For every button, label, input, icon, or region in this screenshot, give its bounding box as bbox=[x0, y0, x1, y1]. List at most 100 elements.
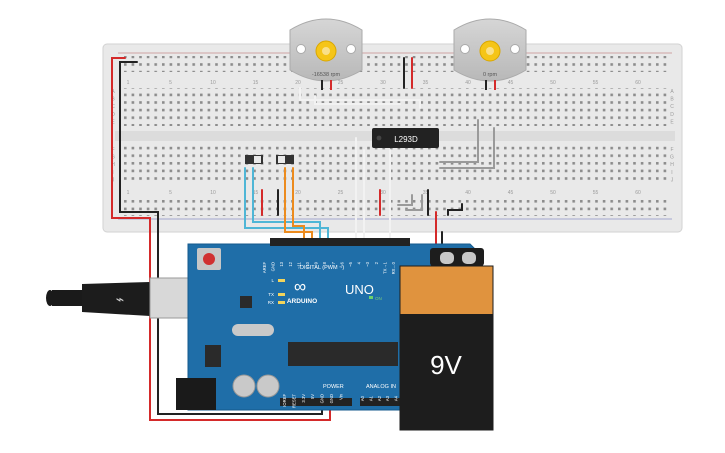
breadboard-col-number: 40 bbox=[465, 190, 471, 196]
on-led-label: ON bbox=[375, 296, 382, 301]
breadboard-col-number: 10 bbox=[210, 190, 216, 196]
breadboard-row-letter: D bbox=[111, 112, 115, 118]
breadboard-col-number: 50 bbox=[550, 190, 556, 196]
breadboard-row-letter: C bbox=[670, 104, 674, 110]
power-pin-label: 3.3V bbox=[301, 394, 306, 403]
breadboard-col-number: 15 bbox=[253, 80, 259, 86]
breadboard-col-number: 15 bbox=[253, 190, 259, 196]
breadboard-row-letter: H bbox=[111, 162, 115, 168]
breadboard-col-number: 25 bbox=[338, 190, 344, 196]
digital-pin-label: 7 bbox=[331, 261, 336, 264]
breadboard-col-number: 10 bbox=[210, 80, 216, 86]
breadboard-col-number: 20 bbox=[295, 80, 301, 86]
arduino-model: UNO bbox=[345, 282, 374, 297]
digital-pin-label: TX→1 bbox=[382, 261, 387, 274]
breadboard-col-number: 35 bbox=[423, 80, 429, 86]
power-pin-labels: IOREF RESET 3.3V 5V GND GND Vin bbox=[282, 393, 343, 408]
digital-pin-label: 8 bbox=[322, 261, 327, 264]
breadboard-col-number: 20 bbox=[295, 190, 301, 196]
digital-pin-label: ~9 bbox=[314, 261, 319, 266]
breadboard-row-letter: J bbox=[671, 177, 674, 183]
arduino-infinity-logo: ∞ bbox=[294, 277, 306, 296]
arduino-brand: ARDUINO bbox=[287, 298, 317, 305]
digital-label: DIGITAL (PWM ~) bbox=[300, 265, 344, 271]
breadboard-row-letter: H bbox=[670, 162, 674, 168]
breadboard-row-letter: G bbox=[111, 155, 115, 161]
breadboard-row-letter: A bbox=[111, 89, 115, 95]
led-tx-label: TX bbox=[268, 292, 274, 297]
dc-motor-2[interactable]: 0 rpm bbox=[453, 18, 527, 90]
breadboard-col-number: 5 bbox=[169, 190, 172, 196]
digital-pin-label: ~3 bbox=[365, 261, 370, 266]
power-pin-label: RESET bbox=[291, 394, 296, 408]
breadboard-row-letter: A bbox=[670, 89, 674, 95]
battery-label: 9V bbox=[430, 350, 462, 380]
power-pin-label: GND bbox=[320, 394, 325, 403]
breadboard-col-number: 40 bbox=[465, 80, 471, 86]
digital-pin-label: ~6 bbox=[339, 261, 344, 266]
breadboard-col-number: 5 bbox=[169, 80, 172, 86]
led-l-label: L bbox=[271, 278, 274, 283]
wires bbox=[111, 57, 495, 421]
analog-pin-label: A1 bbox=[368, 395, 373, 401]
digital-pin-label: 12 bbox=[288, 261, 293, 266]
breadboard-col-number: 50 bbox=[550, 80, 556, 86]
breadboard-col-number: 55 bbox=[593, 80, 599, 86]
breadboard-col-number: 30 bbox=[380, 190, 386, 196]
analog-label: ANALOG IN bbox=[366, 384, 396, 390]
breadboard-col-number: 35 bbox=[423, 190, 429, 196]
analog-pin-label: A4 bbox=[394, 395, 399, 401]
digital-pin-label: ~11 bbox=[296, 261, 301, 268]
power-pin-label: 5V bbox=[310, 394, 315, 399]
breadboard-col-number: 1 bbox=[127, 80, 130, 86]
power-pin-label: GND bbox=[329, 394, 334, 403]
breadboard-col-number: 60 bbox=[635, 80, 641, 86]
digital-pin-label: 2 bbox=[374, 261, 379, 264]
breadboard-col-number: 45 bbox=[508, 80, 514, 86]
breadboard-row-letter: E bbox=[670, 119, 674, 125]
breadboard-row-letter: E bbox=[111, 119, 115, 125]
usb-cable[interactable]: ⌁ bbox=[46, 277, 212, 319]
digital-pin-label: ~10 bbox=[305, 261, 310, 269]
power-label: POWER bbox=[323, 384, 344, 390]
power-pin-label: Vin bbox=[338, 393, 343, 400]
digital-pin-label: AREF bbox=[262, 262, 267, 274]
breadboard-row-letter: D bbox=[670, 112, 674, 118]
l293d-chip[interactable]: L293D bbox=[372, 128, 439, 148]
breadboard-row-letter: B bbox=[670, 97, 674, 103]
breadboard-col-number: 30 bbox=[380, 80, 386, 86]
breadboard-col-number: 45 bbox=[508, 190, 514, 196]
analog-pin-label: A3 bbox=[385, 395, 390, 401]
slide-switch-1[interactable] bbox=[245, 155, 263, 164]
battery-9v[interactable]: 9V bbox=[399, 248, 494, 431]
power-pin-label: IOREF bbox=[282, 394, 287, 407]
breadboard-col-number: 1 bbox=[127, 190, 130, 196]
analog-pin-label: A2 bbox=[377, 395, 382, 401]
chip-label: L293D bbox=[394, 135, 418, 144]
led-rx-label: RX bbox=[268, 300, 274, 305]
digital-pin-label: 13 bbox=[279, 261, 284, 266]
dc-motor-1[interactable]: -16538 rpm bbox=[289, 18, 363, 90]
breadboard-row-letter: I bbox=[671, 170, 672, 176]
breadboard-row-letter: F bbox=[670, 147, 673, 153]
digital-pin-label: ~5 bbox=[348, 261, 353, 266]
usb-icon: ⌁ bbox=[116, 291, 124, 307]
digital-pin-label: RX←0 bbox=[391, 261, 396, 274]
breadboard-row-letter: J bbox=[112, 177, 115, 183]
breadboard-col-number: 25 bbox=[338, 80, 344, 86]
breadboard-row-letter: C bbox=[111, 104, 115, 110]
breadboard-row-letter: G bbox=[670, 155, 674, 161]
motor-1-rpm: -16538 rpm bbox=[312, 72, 341, 78]
breadboard-col-number: 60 bbox=[635, 190, 641, 196]
breadboard-col-number: 55 bbox=[593, 190, 599, 196]
analog-pin-label: A0 bbox=[360, 395, 365, 401]
breadboard-row-letter: B bbox=[111, 97, 115, 103]
slide-switch-2[interactable] bbox=[276, 155, 294, 164]
digital-pin-label: 4 bbox=[357, 261, 362, 264]
motor-2-rpm: 0 rpm bbox=[483, 72, 497, 78]
digital-pin-label: GND bbox=[271, 262, 276, 271]
